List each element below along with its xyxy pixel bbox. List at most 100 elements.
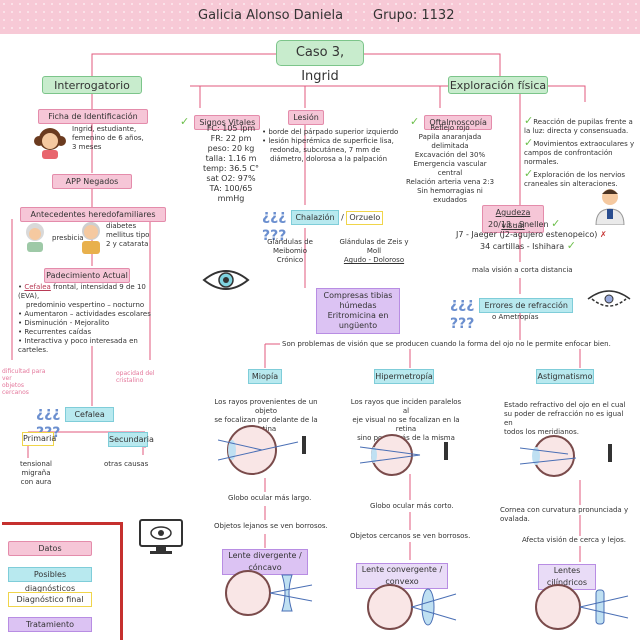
legend-datos: Datos <box>8 541 92 556</box>
agudeza-result: mala visión a corta distancia <box>472 266 573 274</box>
pa-text: Disminución - Mejoralito <box>24 319 110 327</box>
interrogatorio-title: Interrogatorio <box>42 76 142 94</box>
signos-values: FC: 105 lpm FR: 22 pm peso: 20 kg talla:… <box>196 124 266 204</box>
miopia-desc: Los rayos provenientes de un objeto se f… <box>208 398 324 434</box>
vital-value: FC: 105 lpm <box>206 124 256 133</box>
girl-icon <box>34 125 66 159</box>
cause-line: migraña <box>21 469 51 477</box>
signos-title-row: ✓ Signos Vitales <box>180 110 261 130</box>
group-label: Grupo: 1132 <box>373 8 455 23</box>
pa-list: • Cefalea frontal, intensidad 9 de 10 (E… <box>18 283 168 355</box>
vital-value: peso: 20 kg <box>207 144 255 153</box>
miopia-title: Miopía <box>248 369 282 384</box>
oft-item: Excavación del 30% <box>414 151 486 159</box>
gland-line: Glándulas de Zeis y Moll <box>339 238 409 255</box>
eye-icon <box>200 262 252 298</box>
refraccion-sub: o Ametropías <box>492 313 539 321</box>
ficha-line: Ingrid, estudiante, <box>72 125 137 133</box>
orzuelo-box: Orzuelo <box>346 211 384 225</box>
pa-item: • Interactiva y poco interesada en carte… <box>18 337 138 354</box>
check-icon: ✓ <box>180 115 190 128</box>
question-marks-close: ??? <box>450 316 475 332</box>
header-bar: Galicia Alonso Daniela Grupo: 1132 <box>0 0 640 34</box>
pa-text: frontal, intensidad 9 de 10 (EVA), <box>18 283 146 300</box>
vital-value: temp: 36.5 C° <box>202 164 260 173</box>
astigmatismo-vision: Afecta visión de cerca y lejos. <box>522 536 626 544</box>
doctor-icon <box>590 185 630 225</box>
note-line: dificultad para ver <box>2 368 46 382</box>
question-marks-open: ¿¿¿ <box>262 208 287 224</box>
hipermetropia-vision: Objetos cercanos se ven borrosos. <box>350 532 471 540</box>
question-marks-close: ??? <box>262 228 287 244</box>
ficha-text: Ingrid, estudiante, femenino de 6 años, … <box>72 125 152 152</box>
oft-item: Relación arteria vena 2:3 <box>405 178 495 186</box>
hipermetropia-title: Hipermetropía <box>374 369 434 384</box>
pa-item: • Cefalea frontal, intensidad 9 de 10 (E… <box>18 283 146 300</box>
neuro-item: ✓Movimientos extraoculares y campos de c… <box>524 137 636 167</box>
lesion-text: lesión hiperémica de superficie lisa, re… <box>268 137 394 163</box>
pa-text: Recurrentes caídas <box>24 328 92 336</box>
legend-posibles: Posibles diagnósticos <box>8 567 92 593</box>
secundaria-causes: otras causas <box>104 460 149 468</box>
grandmother-icon <box>22 222 48 252</box>
hipermetropia-desc: Los rayos que inciden paralelos al eje v… <box>348 398 464 443</box>
hipermetropia-eye-diagram <box>360 430 456 480</box>
secundaria-box: Secundaria <box>108 432 154 447</box>
neuro-item: ✓Exploración de los nervios craneales si… <box>524 167 636 189</box>
ahf-right: diabetes mellitus tipo 2 y catarata <box>106 222 149 249</box>
primaria-box: Primaria <box>22 432 56 446</box>
hipermetropia-lente: Lente convergente / convexo <box>356 563 448 589</box>
vital-value: talla: 1.16 m <box>205 154 257 163</box>
desc-line: todos los meridianos. <box>504 428 579 436</box>
neuro-item: ✓Reacción de pupilas frente a la luz: di… <box>524 114 636 136</box>
ahf-right-line: mellitus tipo <box>106 231 150 239</box>
definicion-text: Son problemas de visión que se producen … <box>280 340 613 349</box>
pa-text: Aumentaron – actividades escolares <box>24 310 151 318</box>
ishihara-text: 34 cartillas - Ishihara <box>480 242 565 251</box>
astigmatismo-eye-diagram <box>520 432 626 480</box>
oftalmoscopia-title-row: ✓ Oftalmoscopía <box>410 110 492 130</box>
agudeza-ishihara: 34 cartillas - Ishihara ✓ <box>480 239 576 252</box>
neuro-text: Exploración de los nervios craneales sin… <box>524 171 626 188</box>
slash: / <box>338 213 347 222</box>
neuro-text: Movimientos extraoculares y campos de co… <box>524 140 635 166</box>
cefalea-dx: ¿¿¿ Cefalea ??? <box>36 402 136 441</box>
app-title: APP Negados <box>52 174 132 189</box>
ficha-title: Ficha de Identificación <box>38 109 148 124</box>
lesion-item: • lesión hiperémica de superficie lisa, … <box>262 137 394 163</box>
refraccion-dx: ¿¿¿ Errores de refracción ??? <box>450 293 580 332</box>
legend-tratamiento: Tratamiento <box>8 617 92 632</box>
desc-line: se focalizan por delante de la retina <box>214 416 318 433</box>
lesion-list: • borde del párpado superior izquierdo •… <box>262 128 402 164</box>
neuro-list: ✓Reacción de pupilas frente a la luz: di… <box>524 114 636 189</box>
snellen-text: 20/13 - Snellen <box>488 220 549 229</box>
check-icon: ✓ <box>524 114 534 127</box>
desc-line: Los rayos que inciden paralelos al <box>350 398 462 415</box>
ahf-right-line: 2 y catarata <box>106 240 149 248</box>
check-icon: ✓ <box>524 167 534 180</box>
astigmatismo-title: Astigmatismo <box>536 369 594 384</box>
desc-line: Estado refractivo del ojo en el cual <box>504 401 626 409</box>
oft-item: Papila anaranjada delimitada <box>418 133 482 150</box>
treatment-line: Compresas tibias húmedas <box>323 291 393 310</box>
signos-title: Signos Vitales <box>194 115 261 130</box>
check-icon: ✓ <box>566 239 576 252</box>
vital-value: FR: 22 pm <box>210 134 252 143</box>
note-line: objetos cercanos <box>2 382 29 396</box>
vital-value: sat O2: 97% <box>206 174 256 183</box>
legend-final: Diagnóstico final <box>8 592 92 607</box>
desc-line: su poder de refracción no es igual en <box>504 410 624 427</box>
astigmatismo-desc: Estado refractivo del ojo en el cual su … <box>504 401 630 437</box>
pa-item: • Aumentaron – actividades escolares <box>18 310 151 318</box>
oft-item: Emergencia vascular central <box>413 160 487 177</box>
ahf-left: presbicia <box>52 234 84 242</box>
miopia-lens-diagram <box>218 565 314 621</box>
question-marks-open: ¿¿¿ <box>450 296 475 312</box>
cross-icon: ✗ <box>599 230 607 239</box>
oft-item: Reflejo rojo <box>430 124 470 132</box>
treatment-line: Eritromicina en ungüento <box>327 311 389 330</box>
check-icon: ✓ <box>551 217 561 230</box>
ficha-line: 3 meses <box>72 143 102 151</box>
desc-line: sino por detrás de la misma <box>357 434 455 442</box>
gland-line: Glándulas de Meibomio <box>267 238 313 255</box>
